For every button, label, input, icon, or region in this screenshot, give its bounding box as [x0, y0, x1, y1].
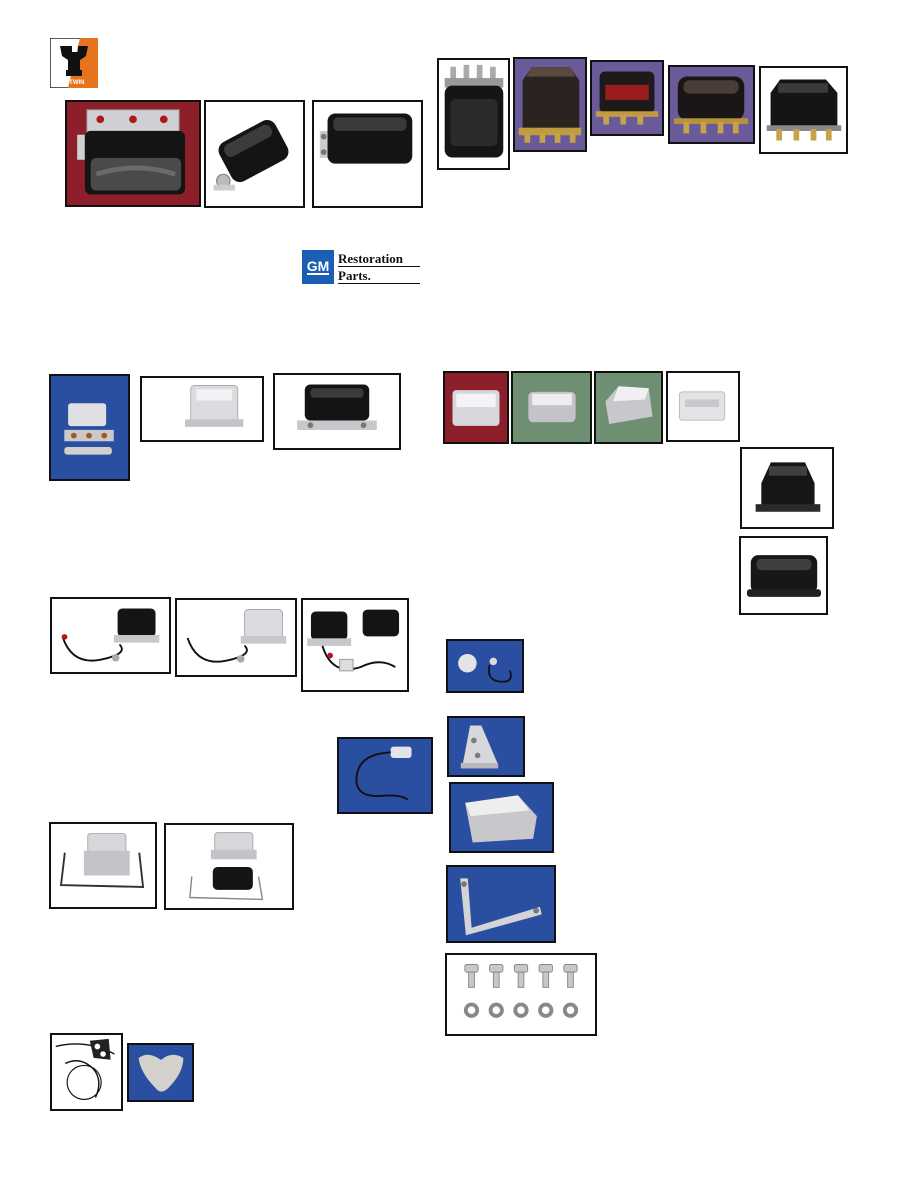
cover-black-1-photo [740, 447, 834, 529]
regulator-harness-chrome-photo [175, 598, 297, 677]
cover-black-2-photo [739, 536, 828, 615]
regulator-chrome-white-photo [140, 376, 264, 442]
regulator-pair-harness-photo [301, 598, 409, 692]
bracket-l-shape-photo [446, 865, 556, 943]
cover-chrome-blue-bg-photo [449, 782, 554, 853]
regulator-black-white-bg-photo [759, 66, 848, 154]
bolt-washer-kit-photo [445, 953, 597, 1036]
cover-chrome-green-bg-2-photo [594, 371, 663, 444]
svg-text:V-TWIN: V-TWIN [64, 80, 85, 86]
gm-restoration-parts-logo: GM Restoration Parts. [302, 250, 420, 284]
regulator-dark-red-label-photo [590, 60, 664, 136]
regulator-dark-purple-bg-2-photo [668, 65, 755, 144]
frame-line-drawing-photo [50, 1033, 123, 1111]
cover-chrome-red-bg-photo [443, 371, 509, 444]
regulator-black-terminals-photo [437, 58, 510, 170]
bracket-gusset-photo [127, 1043, 194, 1102]
regulator-black-mount-plate-photo [273, 373, 401, 450]
gm-line2: Parts. [338, 268, 371, 283]
regulator-black-plain-photo [312, 100, 423, 208]
mount-bracket-chrome-photo [49, 822, 157, 909]
vtwin-logo: V-TWIN [49, 37, 99, 89]
gm-badge: GM [302, 250, 334, 284]
mount-bracket-kit-photo [164, 823, 294, 910]
regulator-chrome-kit-blue-photo [49, 374, 130, 481]
bracket-triangle-photo [447, 716, 525, 777]
condenser-wire-photo [337, 737, 433, 814]
regulator-dark-purple-bg-1-photo [513, 57, 587, 152]
regulator-black-side-photo [204, 100, 305, 208]
cover-chrome-green-bg-1-photo [511, 371, 592, 444]
cover-chrome-white-photo [666, 371, 740, 442]
regulator-harness-black-photo [50, 597, 171, 674]
ignition-switch-kit-photo [446, 639, 524, 693]
regulator-chrome-red-bg-photo [65, 100, 201, 207]
gm-line1: Restoration [338, 251, 403, 266]
